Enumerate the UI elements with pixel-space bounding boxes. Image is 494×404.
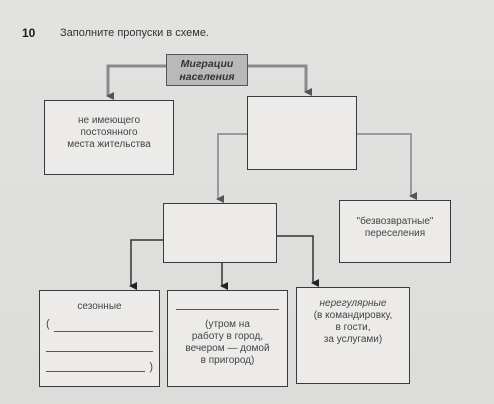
- box-without-permanent-residence: не имеющего постоянного места жительства: [44, 100, 174, 175]
- task-number: 10: [22, 26, 36, 40]
- seasonal-fill-line-1[interactable]: [54, 331, 153, 332]
- seasonal-paren-close: ): [149, 361, 153, 373]
- arrow-blank1-to-blank2: [216, 133, 247, 203]
- root-box-population-migration: Миграции населения: [166, 54, 248, 86]
- arrow-blank2-to-irregular: [277, 235, 319, 287]
- homeless-label: не имеющего постоянного места жительства: [67, 115, 151, 150]
- seasonal-label: сезонные: [77, 301, 122, 312]
- box-irregular-migration: нерегулярные (в командировку, в гости, з…: [296, 287, 410, 384]
- arrow-root-to-blank1: [248, 64, 312, 96]
- box-irreversible-resettlement: "безвозвратные" переселения: [339, 200, 451, 263]
- task-instruction: Заполните пропуски в схеме.: [60, 27, 209, 39]
- box-pendulum-migration: (утром на работу в город, вечером — домо…: [167, 290, 288, 387]
- irreturn-label: "безвозвратные" переселения: [356, 216, 434, 239]
- root-label: Миграции населения: [179, 58, 235, 83]
- arrow-root-to-homeless: [106, 64, 166, 100]
- seasonal-paren-open: (: [46, 318, 50, 330]
- pendulum-label: (утром на работу в город, вечером — домо…: [185, 319, 270, 366]
- irregular-label: нерегулярные (в командировку, в гости, з…: [313, 298, 393, 345]
- seasonal-fill-line-3[interactable]: [46, 371, 145, 372]
- blank-box-permanent-residence[interactable]: [247, 96, 357, 170]
- pendulum-fill-line[interactable]: [176, 309, 279, 310]
- box-seasonal-migration: сезонные ( ): [39, 290, 160, 387]
- seasonal-fill-line-2[interactable]: [46, 351, 153, 352]
- blank-box-temporary-migration[interactable]: [163, 203, 277, 263]
- arrow-blank1-to-irreturn: [357, 133, 417, 200]
- arrow-blank2-to-seasonal: [129, 239, 163, 290]
